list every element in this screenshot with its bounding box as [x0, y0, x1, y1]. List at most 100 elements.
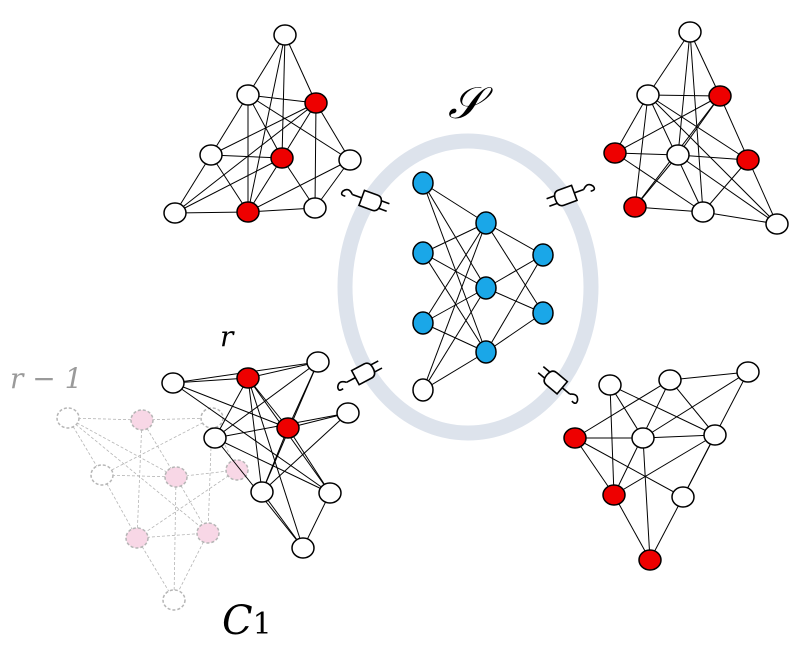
graph-edge [647, 94, 721, 97]
graph-edge [247, 94, 351, 161]
nn-neuron [475, 340, 497, 364]
graph-edge [141, 419, 177, 478]
client-symbol: C [222, 598, 253, 644]
graph-bottom-left [161, 351, 360, 559]
graph-edge [702, 211, 778, 225]
graph-node [678, 21, 702, 43]
graph-edge [682, 434, 716, 498]
graph-edge [642, 371, 749, 439]
nn-edge [422, 222, 487, 254]
graph-node [199, 144, 223, 166]
nn-edge [485, 254, 544, 353]
nn-neuron [532, 301, 554, 325]
nn-neuron [412, 241, 434, 265]
nn-edge [422, 351, 487, 391]
nn-neuron [412, 171, 434, 195]
graph-edge [574, 437, 684, 498]
graph-edge [689, 31, 721, 97]
graph-bottom-right [563, 361, 760, 571]
graph-edge [609, 384, 716, 436]
selected-node [196, 522, 220, 544]
graph-edge [210, 154, 249, 213]
client-label: C1 [222, 598, 272, 644]
graph-edge [677, 31, 691, 156]
graph-edge [247, 94, 283, 159]
previous-round-graph [56, 407, 249, 611]
graph-node [306, 351, 330, 373]
nn-edge [422, 287, 487, 391]
graph-node [658, 369, 682, 391]
graph-edge [287, 427, 331, 494]
graph-node [336, 402, 360, 424]
graph-edge [67, 417, 103, 476]
graph-node [631, 427, 655, 449]
graph-edge [101, 474, 177, 478]
round-label: r [220, 320, 235, 353]
selected-node [638, 549, 662, 571]
graph-edge [214, 437, 331, 494]
selected-node [225, 459, 249, 481]
graph-edge [669, 379, 716, 436]
previous-round-label: r − 1 [10, 362, 82, 395]
selected-node [563, 427, 587, 449]
graph-node [250, 481, 274, 503]
graph-edge [642, 434, 716, 439]
graph-node [736, 361, 760, 383]
graph-edge [689, 31, 704, 213]
graph-edge [247, 377, 263, 493]
nn-edge [485, 312, 544, 353]
graph-edge [172, 382, 289, 429]
graph-edge [173, 476, 177, 601]
graph-node [666, 144, 690, 166]
graph-edge [613, 434, 716, 496]
graph-node [163, 202, 187, 224]
nn-neuron [475, 211, 497, 235]
ring-ellipse [337, 133, 599, 441]
graph-node [56, 407, 80, 429]
nn-edge [422, 252, 487, 353]
graph-edge [314, 102, 317, 209]
graph-edge [634, 154, 679, 208]
plug-icon [336, 360, 383, 391]
plug-icon [537, 366, 579, 405]
nn-neuron [412, 311, 434, 335]
graph-edge [174, 154, 212, 214]
graph-top-right [603, 21, 789, 235]
plug-icon [546, 183, 596, 207]
graph-edge [136, 419, 143, 539]
nn-edge [422, 252, 487, 289]
graph-edge [210, 102, 317, 156]
graph-node [161, 372, 185, 394]
graph-node [203, 427, 227, 449]
graph-ghost [56, 407, 249, 611]
graph-edge [647, 94, 778, 225]
graph-edge [136, 532, 209, 539]
selected-node [708, 85, 732, 107]
graph-edge [101, 417, 213, 476]
graph-edge [174, 102, 317, 214]
graph-edge [174, 157, 283, 214]
graph-node [598, 374, 622, 396]
graph-edge [67, 417, 177, 478]
graph-edge [634, 94, 649, 208]
selected-node [130, 409, 154, 431]
selected-node [603, 142, 627, 164]
graph-edge [613, 494, 651, 561]
graph-edge [247, 34, 286, 213]
graph-node [90, 464, 114, 486]
graph-edge [677, 154, 778, 225]
plug-icons [336, 183, 596, 405]
selected-node [736, 149, 760, 171]
graph-node [703, 424, 727, 446]
graph-edge [614, 152, 704, 213]
graph-edge [261, 427, 289, 493]
graph-edge [101, 474, 138, 539]
selected-node [236, 367, 260, 389]
graph-edge [247, 361, 319, 379]
selected-node [304, 92, 328, 114]
graph-node [318, 482, 342, 504]
nn-edge [485, 222, 544, 314]
graph-edge [214, 377, 249, 439]
graph-node [691, 201, 715, 223]
